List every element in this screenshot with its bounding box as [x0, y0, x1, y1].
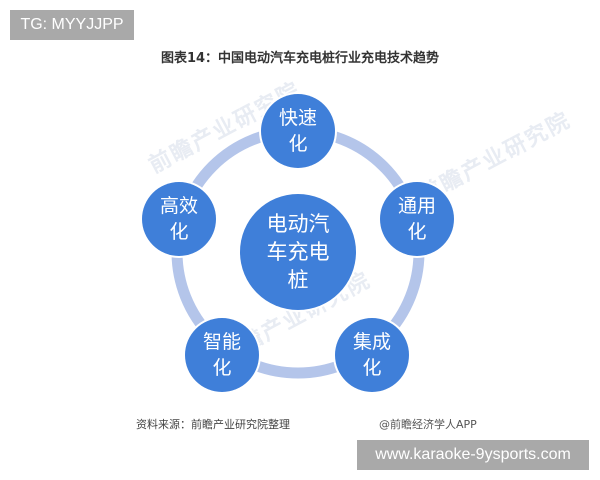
- node-fast: 快速 化: [261, 94, 335, 168]
- tg-badge: TG: MYYJJPP: [10, 10, 134, 40]
- url-badge: www.karaoke-9ysports.com: [357, 440, 589, 470]
- credit-note: @前瞻经济学人APP: [379, 418, 477, 431]
- node-universal: 通用 化: [380, 182, 454, 256]
- node-label: 通用 化: [397, 195, 436, 243]
- figure-title: 图表14：中国电动汽车充电桩行业充电技术趋势: [160, 51, 440, 66]
- node-label: 高效 化: [159, 195, 198, 243]
- node-efficient: 高效 化: [142, 182, 216, 256]
- node-intelligent: 智能 化: [185, 318, 259, 392]
- center-node-ev-charging-pile: 电动汽 车充电 桩: [240, 194, 356, 310]
- node-label: 快速 化: [278, 107, 317, 155]
- source-note: 资料来源：前瞻产业研究院整理: [136, 418, 290, 431]
- node-label: 智能 化: [202, 331, 241, 379]
- center-node-label: 电动汽 车充电 桩: [266, 212, 330, 292]
- node-label: 集成 化: [352, 331, 391, 379]
- node-integrated: 集成 化: [335, 318, 409, 392]
